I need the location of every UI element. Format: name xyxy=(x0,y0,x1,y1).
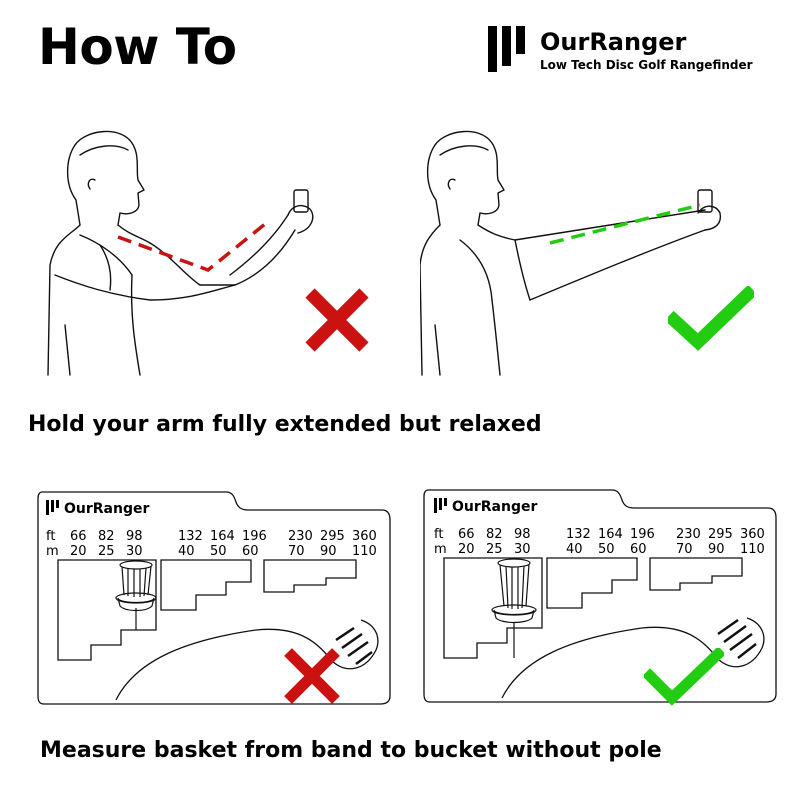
m-value: 50 xyxy=(210,544,227,559)
green-check-icon xyxy=(644,648,724,706)
m-value: 90 xyxy=(320,544,337,559)
card-logo-icon xyxy=(46,500,59,515)
m-value: 40 xyxy=(178,544,195,559)
m-value: 60 xyxy=(242,544,259,559)
brand-tagline: Low Tech Disc Golf Rangefinder xyxy=(540,58,753,72)
brand-name: OurRanger xyxy=(540,28,687,56)
m-value: 110 xyxy=(352,544,377,559)
ft-value: 132 xyxy=(178,529,203,544)
ft-value: 360 xyxy=(352,529,377,544)
red-x-icon xyxy=(284,648,340,704)
ft-value: 98 xyxy=(514,527,531,542)
ft-value: 66 xyxy=(70,529,87,544)
unit-m-label: m xyxy=(46,544,59,559)
m-value: 50 xyxy=(598,542,615,557)
rangefinder-card-right xyxy=(423,489,777,703)
page-title: How To xyxy=(38,18,237,76)
ft-value: 295 xyxy=(708,527,733,542)
arm-caption: Hold your arm fully extended but relaxed xyxy=(28,412,542,437)
arm-bent-illustration xyxy=(47,130,314,376)
card-brand-name: OurRanger xyxy=(452,499,538,515)
scale-ft-row: ft 66 82 98 132 164 196 230 295 360 xyxy=(434,528,772,541)
m-value: 25 xyxy=(486,542,503,557)
m-value: 30 xyxy=(514,542,531,557)
arm-extended-illustration xyxy=(420,130,722,376)
brand-logo-icon xyxy=(488,26,525,72)
m-value: 90 xyxy=(708,542,725,557)
ft-value: 196 xyxy=(630,527,655,542)
m-value: 30 xyxy=(126,544,143,559)
scale-m-row: m 20 25 30 40 50 60 70 90 110 xyxy=(46,545,384,558)
card-brand-name: OurRanger xyxy=(64,501,150,517)
ft-value: 164 xyxy=(598,527,623,542)
m-value: 70 xyxy=(676,542,693,557)
brand-header: OurRanger Low Tech Disc Golf Rangefinder xyxy=(488,26,788,76)
measure-caption: Measure basket from band to bucket witho… xyxy=(40,738,662,763)
m-value: 60 xyxy=(630,542,647,557)
m-value: 25 xyxy=(98,544,115,559)
m-value: 40 xyxy=(566,542,583,557)
green-check-icon xyxy=(668,286,754,351)
red-x-icon xyxy=(305,288,369,352)
ft-value: 196 xyxy=(242,529,267,544)
ft-value: 132 xyxy=(566,527,591,542)
ft-value: 295 xyxy=(320,529,345,544)
m-value: 20 xyxy=(458,542,475,557)
scale-m-row: m 20 25 30 40 50 60 70 90 110 xyxy=(434,543,772,556)
m-value: 110 xyxy=(740,542,765,557)
ft-value: 360 xyxy=(740,527,765,542)
rangefinder-card-wrong xyxy=(37,491,391,705)
ft-value: 66 xyxy=(458,527,475,542)
unit-m-label: m xyxy=(434,542,447,557)
ft-value: 230 xyxy=(288,529,313,544)
card-logo-icon xyxy=(434,498,447,513)
unit-ft-label: ft xyxy=(434,527,444,542)
ft-value: 82 xyxy=(486,527,503,542)
ft-value: 82 xyxy=(98,529,115,544)
ft-value: 230 xyxy=(676,527,701,542)
ft-value: 164 xyxy=(210,529,235,544)
unit-ft-label: ft xyxy=(46,529,56,544)
m-value: 70 xyxy=(288,544,305,559)
ft-value: 98 xyxy=(126,529,143,544)
m-value: 20 xyxy=(70,544,87,559)
scale-ft-row: ft 66 82 98 132 164 196 230 295 360 xyxy=(46,530,384,543)
